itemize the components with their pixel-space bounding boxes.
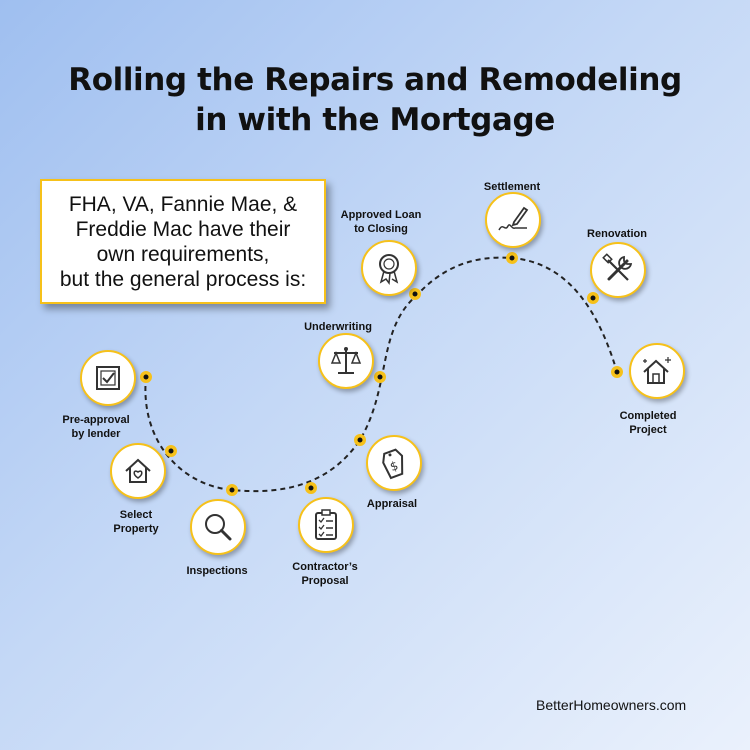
step-marker-center [229,487,235,493]
intro-callout-box: FHA, VA, Fannie Mae, & Freddie Mac have … [40,179,326,304]
tools-icon [602,253,633,281]
completed-project-icon-circle [629,343,685,399]
step-marker-center [590,295,596,301]
step-marker-center [614,369,620,375]
price-tag-icon: $ [382,448,404,480]
signature-pen-icon [498,206,529,231]
callout-line-1: FHA, VA, Fannie Mae, & [68,192,298,216]
step-marker-center [357,437,363,443]
sparkling-house-icon [643,357,671,384]
step-marker-center [509,255,515,261]
house-heart-icon [125,458,151,483]
step-marker-center [308,485,314,491]
step-label-renovation: Renovation [587,228,647,240]
underwriting-icon-circle [318,333,374,389]
step-label-settlement: Settlement [483,181,541,193]
settlement-icon-circle [485,192,541,248]
contractor-proposal-icon-circle [298,497,354,553]
step-label-inspections: Inspections [186,565,248,577]
footer-website[interactable]: BetterHomeowners.com [536,697,687,713]
renovation-icon-circle [590,242,646,298]
magnifier-icon [205,514,232,541]
step-markers [140,252,623,496]
step-label-underwriting: Underwriting [304,321,372,333]
page-title: Rolling the Repairs and Remodeling in wi… [0,60,750,140]
svg-text:$: $ [388,458,400,474]
callout-line-2: Freddie Mac have their [75,217,291,241]
callout-line-4: but the general process is: [59,267,307,291]
preapproval-icon-circle [80,350,136,406]
select-property-icon-circle [110,443,166,499]
step-marker-center [412,291,418,297]
appraisal-icon-circle: $ [366,435,422,491]
award-ribbon-icon [379,254,399,285]
scales-icon [330,347,362,374]
step-marker-center [377,374,383,380]
clipboard-checklist-icon [315,509,337,540]
callout-line-3: own requirements, [96,242,270,266]
checkbox-icon [96,366,120,390]
title-line-1: Rolling the Repairs and Remodeling [68,62,682,98]
inspections-icon-circle [190,499,246,555]
approved-loan-icon-circle [361,240,417,296]
title-line-2: in with the Mortgage [195,102,555,138]
step-marker-center [143,374,149,380]
step-marker-center [168,448,174,454]
step-label-appraisal: Appraisal [366,498,418,510]
